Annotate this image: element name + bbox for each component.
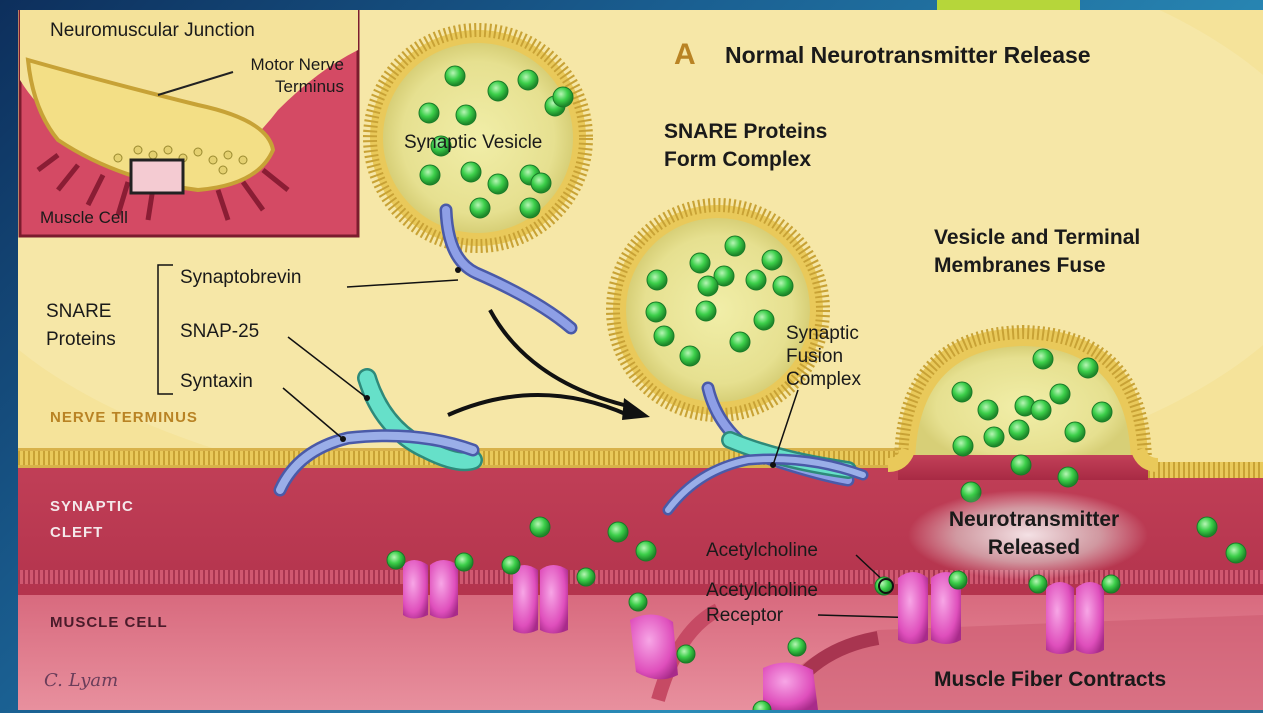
snap25-label: SNAP-25 [180,321,259,343]
synaptic-vesicle-label: Synaptic Vesicle [404,132,542,154]
inset-muscle-cell-label: Muscle Cell [40,208,128,228]
muscle-cell-label: MUSCLE CELL [50,614,168,631]
inset-title: Neuromuscular Junction [50,20,255,42]
panel-letter: A [674,38,696,72]
nerve-terminus-label: NERVE TERMINUS [50,409,198,426]
acetylcholine-label: Acetylcholine [706,540,818,562]
accent-bar [937,0,1080,10]
panel-title: Normal Neurotransmitter Release [725,42,1091,69]
artist-signature: C. Lyam [44,670,118,691]
diagram-art [18,10,1263,710]
inset-motor-nerve-label: Motor Nerve Terminus [214,54,344,98]
vesicle-membranes-fuse-label: Vesicle and Terminal Membranes Fuse [934,224,1204,280]
synaptic-fusion-complex-label: Synaptic Fusion Complex [786,322,906,391]
snare-proteins-label: SNARE Proteins [46,298,146,354]
synaptobrevin-label: Synaptobrevin [180,267,301,289]
acetylcholine-receptor-label: Acetylcholine Receptor [706,578,866,628]
muscle-fiber-contracts-label: Muscle Fiber Contracts [934,668,1166,692]
snare-form-complex-label: SNARE Proteins Form Complex [664,118,864,174]
syntaxin-label: Syntaxin [180,371,253,393]
synaptic-cleft-label: SYNAPTIC CLEFT [50,494,160,546]
diagram-panel: Neuromuscular Junction Motor Nerve Termi… [18,10,1263,710]
neurotransmitter-released-label: Neurotransmitter Released [924,506,1144,562]
